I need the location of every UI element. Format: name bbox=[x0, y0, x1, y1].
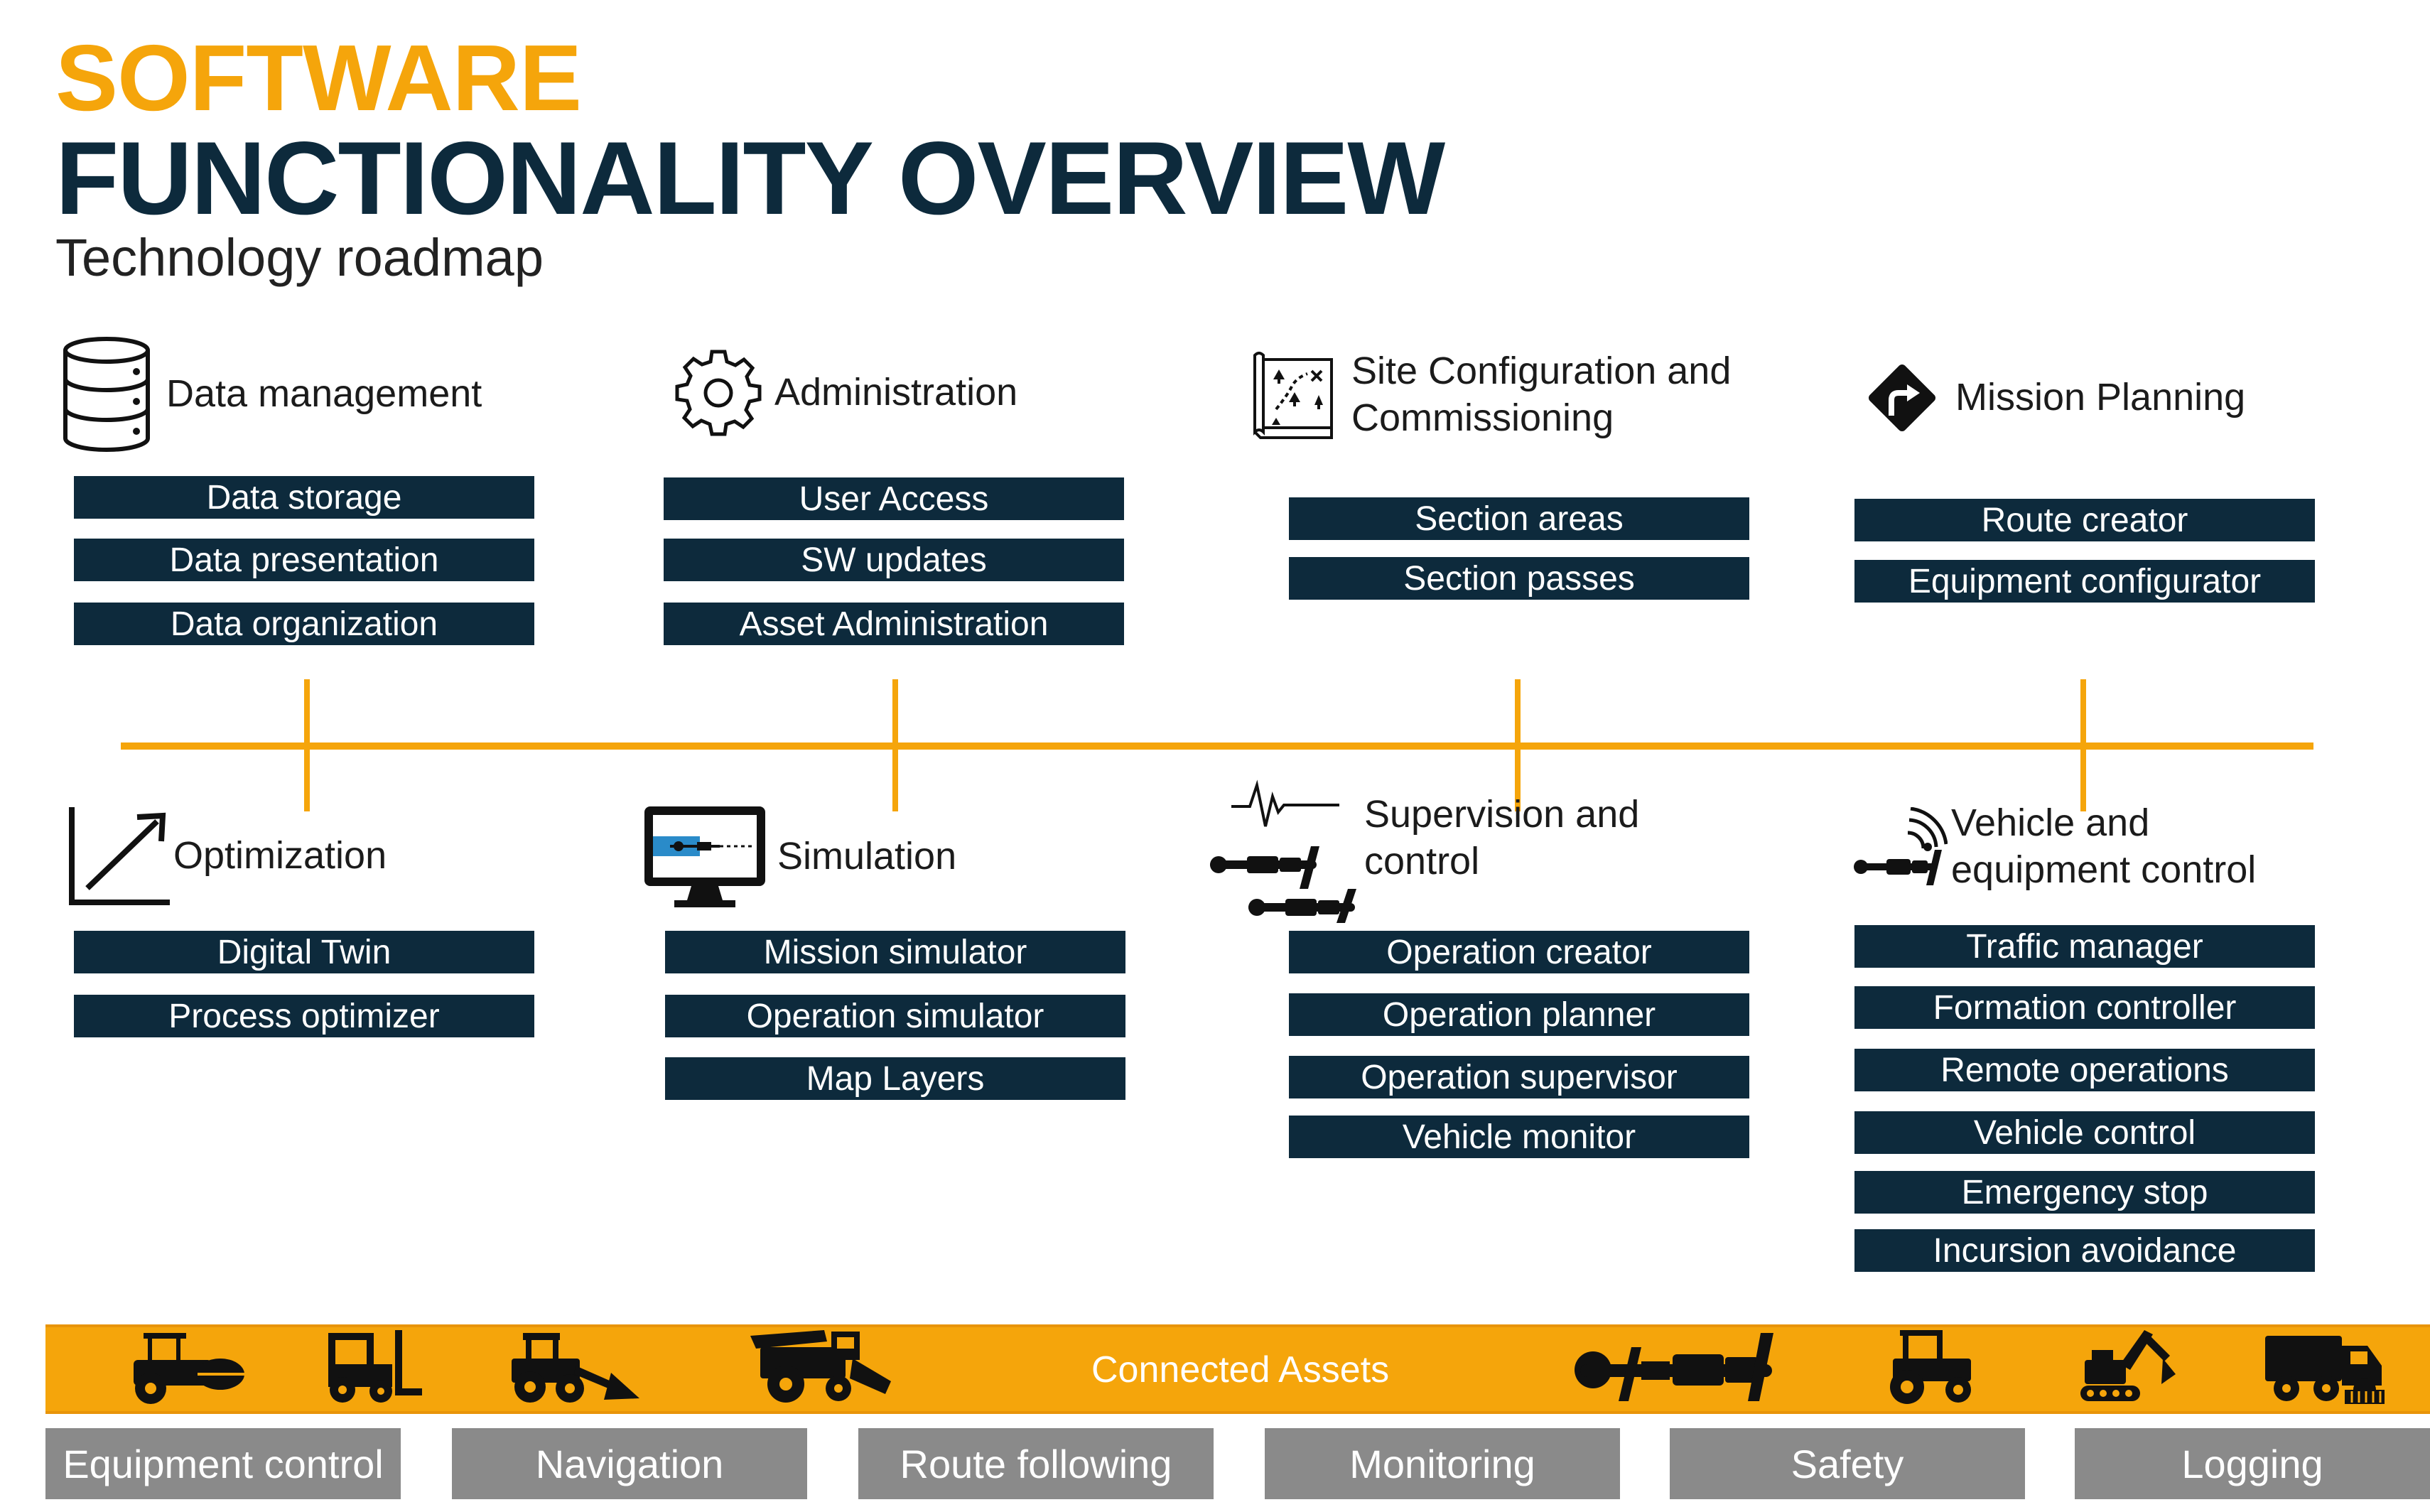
connected-assets-bar bbox=[45, 1324, 2430, 1414]
timeline-tick bbox=[892, 679, 898, 811]
item-section-areas[interactable]: Section areas bbox=[1289, 497, 1749, 540]
monitor-icon bbox=[641, 803, 769, 911]
route-sign-icon bbox=[1860, 355, 1944, 441]
item-operation-simulator[interactable]: Operation simulator bbox=[665, 995, 1125, 1037]
category-administration: Administration bbox=[672, 347, 1017, 439]
title-functionality-overview: FUNCTIONALITY OVERVIEW bbox=[55, 120, 1445, 236]
item-map-layers[interactable]: Map Layers bbox=[665, 1057, 1125, 1100]
feature-navigation[interactable]: Navigation bbox=[452, 1428, 807, 1499]
title-software: SOFTWARE bbox=[55, 26, 582, 130]
item-traffic-manager[interactable]: Traffic manager bbox=[1854, 925, 2315, 968]
timeline-tick bbox=[1515, 679, 1521, 811]
item-process-optimizer[interactable]: Process optimizer bbox=[74, 995, 534, 1037]
item-operation-planner[interactable]: Operation planner bbox=[1289, 993, 1749, 1036]
gear-icon bbox=[672, 347, 765, 439]
item-user-access[interactable]: User Access bbox=[664, 477, 1124, 520]
item-mission-simulator[interactable]: Mission simulator bbox=[665, 931, 1125, 973]
feature-equipment-control[interactable]: Equipment control bbox=[45, 1428, 401, 1499]
category-optimization: Optimization bbox=[65, 803, 387, 909]
item-data-storage[interactable]: Data storage bbox=[74, 476, 534, 519]
item-section-passes[interactable]: Section passes bbox=[1289, 557, 1749, 600]
subtitle: Technology roadmap bbox=[55, 228, 544, 287]
category-label: Site Configuration and Commissioning bbox=[1351, 350, 1732, 439]
item-digital-twin[interactable]: Digital Twin bbox=[74, 931, 534, 973]
signal-vehicles-icon bbox=[1204, 774, 1359, 924]
feature-route-following[interactable]: Route following bbox=[858, 1428, 1214, 1499]
item-remote-operations[interactable]: Remote operations bbox=[1854, 1049, 2315, 1091]
feature-safety[interactable]: Safety bbox=[1670, 1428, 2025, 1499]
forklift-icon bbox=[324, 1329, 423, 1408]
timeline-tick bbox=[304, 679, 310, 811]
item-asset-administration[interactable]: Asset Administration bbox=[664, 603, 1124, 645]
tractor-icon bbox=[1883, 1327, 1980, 1409]
mining-truck-icon bbox=[1573, 1333, 1786, 1408]
category-label: Data management bbox=[166, 372, 482, 416]
item-operation-supervisor[interactable]: Operation supervisor bbox=[1289, 1056, 1749, 1098]
category-simulation: Simulation bbox=[641, 803, 956, 911]
item-equipment-configurator[interactable]: Equipment configurator bbox=[1854, 560, 2315, 603]
category-label: Simulation bbox=[777, 835, 957, 878]
category-label: Administration bbox=[774, 371, 1018, 414]
timeline-tick bbox=[2080, 679, 2086, 811]
growth-chart-icon bbox=[65, 803, 171, 909]
database-icon bbox=[57, 334, 156, 455]
item-data-presentation[interactable]: Data presentation bbox=[74, 539, 534, 581]
feature-logging[interactable]: Logging bbox=[2075, 1428, 2430, 1499]
item-formation-controller[interactable]: Formation controller bbox=[1854, 986, 2315, 1029]
feature-monitoring[interactable]: Monitoring bbox=[1265, 1428, 1620, 1499]
item-sw-updates[interactable]: SW updates bbox=[664, 539, 1124, 581]
category-label: Optimization bbox=[173, 834, 387, 878]
item-emergency-stop[interactable]: Emergency stop bbox=[1854, 1171, 2315, 1214]
site-map-icon bbox=[1252, 349, 1336, 441]
roller-icon bbox=[119, 1327, 247, 1409]
category-label: Vehicle and equipment control bbox=[1951, 801, 2257, 891]
category-label: Mission Planning bbox=[1955, 376, 2246, 419]
item-incursion-avoidance[interactable]: Incursion avoidance bbox=[1854, 1229, 2315, 1272]
category-vehicle-equipment-control: Vehicle and equipment control bbox=[1852, 800, 2321, 894]
dump-truck-icon bbox=[2262, 1330, 2387, 1412]
category-supervision-control: Supervision and control bbox=[1204, 774, 1698, 924]
timeline bbox=[121, 742, 2313, 750]
item-data-organization[interactable]: Data organization bbox=[74, 603, 534, 645]
wireless-vehicle-icon bbox=[1852, 806, 1948, 887]
category-data-management: Data management bbox=[57, 334, 482, 455]
item-vehicle-control[interactable]: Vehicle control bbox=[1854, 1111, 2315, 1154]
item-route-creator[interactable]: Route creator bbox=[1854, 499, 2315, 541]
excavator-icon bbox=[2078, 1324, 2177, 1409]
item-operation-creator[interactable]: Operation creator bbox=[1289, 931, 1749, 973]
combine-harvester-icon bbox=[746, 1327, 895, 1409]
wheel-loader-icon bbox=[504, 1330, 644, 1408]
category-site-configuration: Site Configuration and Commissioning bbox=[1252, 348, 1764, 442]
item-vehicle-monitor[interactable]: Vehicle monitor bbox=[1289, 1116, 1749, 1158]
category-mission-planning: Mission Planning bbox=[1860, 355, 2245, 441]
connected-assets-label: Connected Assets bbox=[1091, 1349, 1390, 1390]
category-label: Supervision and control bbox=[1364, 793, 1640, 882]
